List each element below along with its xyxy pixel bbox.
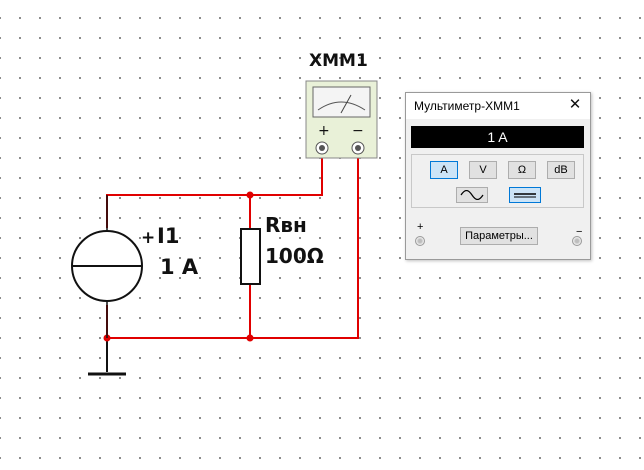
meter-plus-sign: + [318,123,330,139]
junction-dot [246,334,254,342]
resistor-value: 100Ω [265,244,324,268]
multimeter-window[interactable]: Мультиметр-XMM1 ✕ 1 A A V Ω dB + − Парам… [405,92,591,260]
multimeter-symbol[interactable] [305,80,378,159]
volt-button[interactable]: V [469,161,497,179]
parameters-button[interactable]: Параметры... [460,227,538,245]
ampere-button[interactable]: A [430,161,458,179]
mode-panel: A V Ω dB [411,154,584,208]
meter-label: XMM1 [309,51,368,71]
db-button[interactable]: dB [547,161,575,179]
source-value: 1 A [160,255,199,279]
close-icon[interactable]: ✕ [568,96,582,113]
title-bar[interactable]: Мультиметр-XMM1 ✕ [406,93,590,119]
dc-line-icon [514,193,536,198]
dc-mode-button[interactable] [509,187,541,203]
ac-mode-button[interactable] [456,187,488,203]
minus-terminal-icon[interactable] [572,236,582,246]
junction-dot [246,191,254,199]
ground-symbol[interactable] [88,338,126,376]
window-title: Мультиметр-XMM1 [414,99,520,113]
source-polarity: + [141,228,155,248]
plus-terminal-icon[interactable] [415,236,425,246]
meter-minus-sign: − [352,123,364,139]
source-name: I1 [157,224,179,248]
current-source-i1[interactable] [71,195,143,338]
plus-terminal-label: + [417,221,424,233]
resistor-rvn[interactable] [240,228,261,285]
minus-terminal-label: − [576,226,583,238]
ohm-button[interactable]: Ω [508,161,536,179]
reading-display: 1 A [411,126,584,148]
ac-wave-icon [460,190,484,200]
resistor-name: Rвн [265,213,307,237]
